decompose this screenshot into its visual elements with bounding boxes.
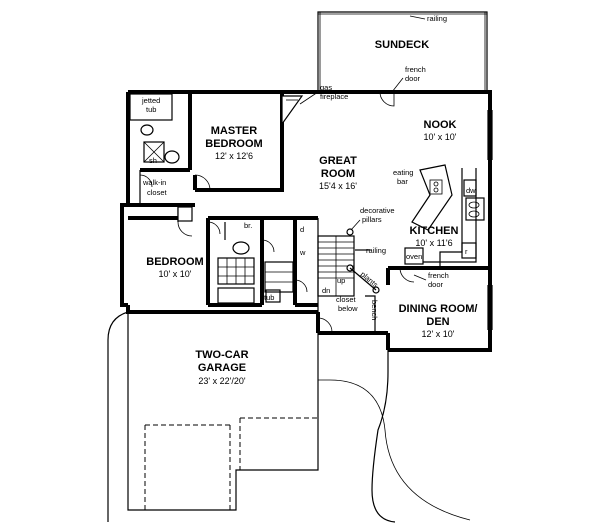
bedroom-label: BEDROOM (146, 256, 203, 268)
garage-label-1: TWO-CAR (195, 349, 248, 361)
master-bedroom-label-2: BEDROOM (205, 138, 262, 150)
closet-below-label-2: below (338, 304, 358, 313)
nook-label: NOOK (424, 119, 457, 131)
closet-below-label-1: closet (336, 295, 357, 304)
stairs (317, 228, 380, 333)
bath-fixtures (129, 93, 294, 304)
dining-label-1: DINING ROOM/ (399, 303, 478, 315)
kitchen-label: KITCHEN (410, 225, 459, 237)
dining-dims: 12' x 10' (422, 329, 455, 339)
decorative-pillars-label-2: pillars (362, 215, 382, 224)
eating-bar-island (411, 164, 453, 231)
jetted-tub (129, 93, 173, 121)
walkway-edge (371, 350, 396, 523)
dishwasher-label: dw (466, 186, 476, 195)
bench (365, 295, 376, 333)
shower-label: sh (149, 156, 157, 165)
railing-leader (409, 15, 426, 20)
decorative-pillars-label-1: decorative (360, 206, 395, 215)
oven (404, 247, 424, 265)
door-swings (139, 91, 415, 333)
railing-top-label: railing (427, 14, 447, 23)
walk-in-closet-label-1: walk-in (142, 178, 166, 187)
washer-label: w (299, 248, 306, 257)
french-door-swing (379, 91, 395, 107)
great-room-label-2: ROOM (321, 168, 355, 180)
pillar (346, 228, 354, 236)
eating-bar-label-2: bar (397, 177, 408, 186)
interior-walls (128, 92, 493, 330)
stair-up-label: up (337, 276, 345, 285)
french-door-dining-label-1: french (428, 271, 449, 280)
gas-fireplace (281, 95, 304, 126)
oven-label: oven (406, 252, 422, 261)
french-door-dining-label-2: door (428, 280, 444, 289)
eating-bar-label-1: eating (393, 168, 413, 177)
garage-driveway-edge (107, 311, 129, 522)
bench-label: bench (370, 300, 379, 320)
jetted-tub-label-1: jetted (141, 96, 160, 105)
bedroom-dims: 10' x 10' (159, 269, 192, 279)
master-bedroom-dims: 12' x 12'6 (215, 151, 253, 161)
sundeck (317, 11, 488, 90)
gas-fireplace-label-1: gas (320, 83, 332, 92)
fridge-label: r (465, 247, 468, 256)
garage (107, 311, 471, 523)
great-room-label-1: GREAT (319, 155, 357, 167)
french-door-top-label-1: french (405, 65, 426, 74)
garage-dims: 23' x 22'/20' (198, 376, 245, 386)
french-door-top-label-2: door (405, 74, 421, 83)
dining-label-2: DEN (426, 316, 449, 328)
sundeck-label: SUNDECK (375, 39, 429, 51)
kitchen-dims: 10' x 11'6 (415, 238, 452, 248)
bath-label: br. (244, 221, 252, 230)
jetted-tub-label-2: tub (146, 105, 156, 114)
garage-label-2: GARAGE (198, 362, 246, 374)
railing-mid-label: railing (366, 246, 386, 255)
tub-label: tub (264, 293, 274, 302)
room-labels: SUNDECK MASTER BEDROOM 12' x 12'6 GREAT … (146, 39, 477, 386)
master-bedroom-label-1: MASTER (211, 125, 258, 137)
nook-dims: 10' x 10' (424, 132, 457, 142)
dryer-label: d (300, 225, 304, 234)
stair-down-label: dn (322, 286, 330, 295)
laundry-area (264, 261, 294, 293)
walk-in-closet-label-2: closet (147, 188, 168, 197)
great-room-dims: 15'4 x 16' (319, 181, 357, 191)
tub-2 (217, 287, 255, 304)
gas-fireplace-label-2: fireplace (320, 92, 348, 101)
annotations: railing french door gas fireplace jetted… (141, 14, 476, 320)
